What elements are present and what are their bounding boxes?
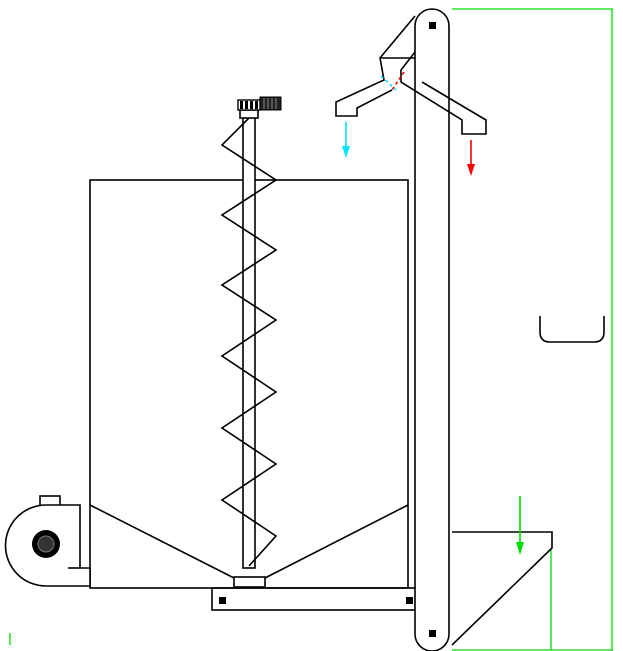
screw-conveyor	[220, 109, 278, 569]
screw-shaft	[242, 109, 256, 569]
bottom-pulley-bolt	[429, 630, 436, 637]
discharge-valve	[233, 576, 266, 588]
bucket-symbol	[539, 316, 605, 343]
top-pulley-bolt	[429, 22, 436, 29]
outlet-arrow-red	[467, 140, 475, 176]
blower-fan-icon	[4, 495, 91, 587]
dimension-lines	[9, 8, 613, 651]
discharge-chute	[335, 15, 487, 135]
inlet-arrow-green	[516, 496, 524, 555]
screw-flight	[220, 117, 278, 567]
inlet-hopper	[451, 531, 553, 646]
bucket-elevator	[414, 8, 450, 651]
base-frame	[211, 587, 429, 611]
outlet-arrow-cyan	[342, 122, 350, 158]
gear-motor-icon	[237, 96, 282, 119]
